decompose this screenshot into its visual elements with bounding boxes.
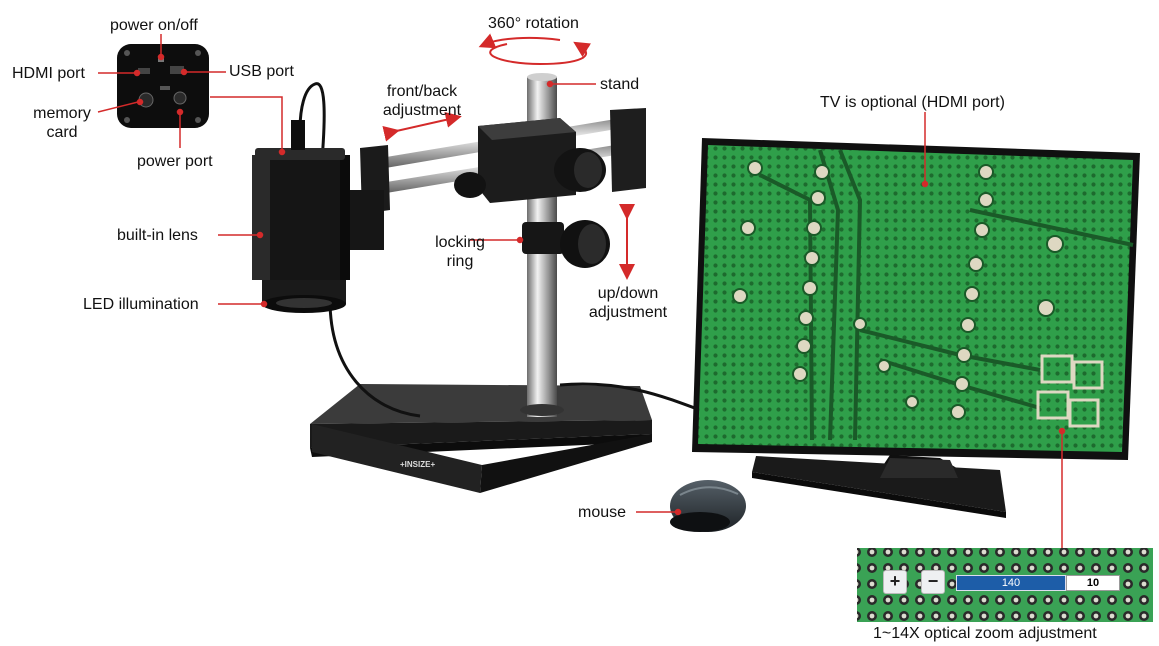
leader-lines (97, 34, 1066, 548)
brand-logo: +INSIZE+ (400, 460, 435, 469)
label-built-in-lens: built-in lens (117, 227, 198, 244)
zoom-slider-bar: 140 (956, 575, 1066, 591)
base-plate (310, 384, 652, 493)
camera-back-panel (117, 44, 209, 128)
label-power-port: power port (137, 153, 213, 170)
label-up-down-adjustment: up/down adjustment (588, 285, 668, 321)
cross-block (454, 118, 606, 203)
zoom-inset: + − 140 10 (857, 548, 1153, 622)
label-front-back-adjustment: front/back adjustment (382, 83, 462, 119)
zoom-value-box: 10 (1066, 575, 1120, 591)
rotation-arrow (478, 33, 592, 66)
label-usb-port: USB port (229, 63, 294, 80)
label-zoom-caption: 1~14X optical zoom adjustment (873, 625, 1097, 642)
label-led-illumination: LED illumination (83, 296, 199, 313)
front-back-arrow (382, 111, 462, 142)
label-locking-ring: locking ring (435, 234, 485, 270)
camera-body (252, 120, 384, 280)
led-ring (262, 280, 346, 313)
label-hdmi-port: HDMI port (12, 65, 85, 82)
monitor (692, 138, 1140, 518)
label-rotation: 360° rotation (488, 15, 579, 32)
locking-ring-knob (522, 220, 610, 268)
zoom-in-button: + (883, 570, 907, 594)
mouse-device (670, 480, 746, 532)
zoom-out-button: − (921, 570, 945, 594)
label-tv-optional: TV is optional (HDMI port) (820, 94, 1005, 111)
label-mouse: mouse (578, 504, 627, 521)
label-memory-card: memory card (33, 105, 91, 141)
label-power-on-off: power on/off (110, 17, 198, 34)
label-stand: stand (600, 76, 640, 93)
